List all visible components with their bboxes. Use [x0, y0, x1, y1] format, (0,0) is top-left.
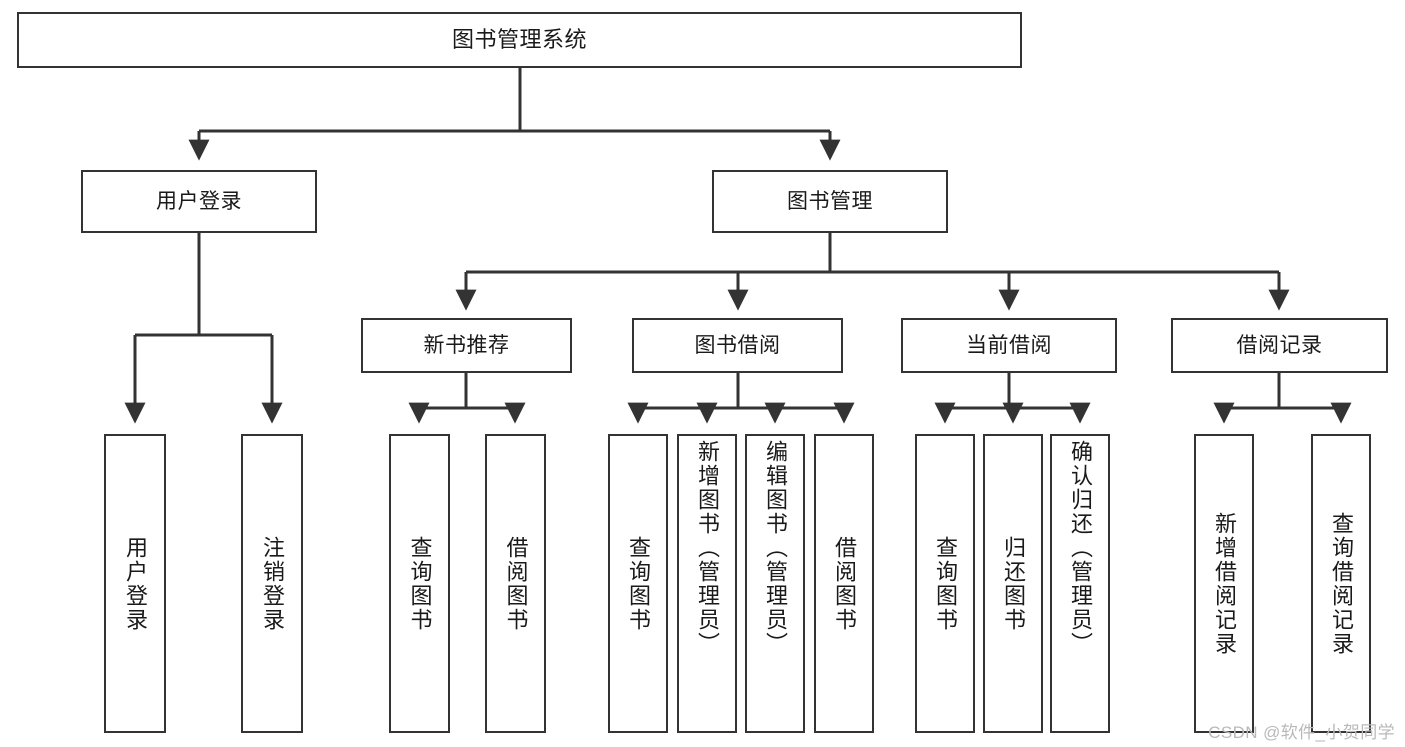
node-label: 查询图书 [932, 535, 958, 632]
node-label: 图书借阅 [694, 333, 781, 357]
leaf-add-book-admin[interactable]: 新增图书（管理员） [677, 434, 737, 733]
node-label: 确认归还（管理员） [1067, 440, 1093, 656]
node-label: 用户登录 [122, 535, 148, 632]
node-label: 借阅图书 [831, 535, 857, 632]
node-label: 查询借阅记录 [1328, 511, 1354, 656]
node-label: 编辑图书（管理员） [762, 440, 788, 656]
leaf-query-book-recommend[interactable]: 查询图书 [389, 434, 450, 733]
node-label: 新书推荐 [423, 333, 510, 357]
node-label: 借阅记录 [1236, 333, 1323, 357]
node-label: 新增借阅记录 [1211, 511, 1237, 656]
node-borrow-record[interactable]: 借阅记录 [1171, 318, 1388, 373]
leaf-borrow-book-recommend[interactable]: 借阅图书 [485, 434, 546, 733]
leaf-confirm-return-admin[interactable]: 确认归还（管理员） [1050, 434, 1110, 733]
leaf-edit-book-admin[interactable]: 编辑图书（管理员） [745, 434, 805, 733]
watermark-text: CSDN @软件_小贺同学 [1208, 723, 1395, 742]
node-label: 新增图书（管理员） [694, 440, 720, 656]
node-label: 图书管理 [787, 189, 873, 213]
leaf-borrow-book[interactable]: 借阅图书 [814, 434, 874, 733]
node-label: 查询图书 [625, 535, 651, 632]
node-root-system[interactable]: 图书管理系统 [17, 12, 1022, 68]
leaf-query-book-borrow[interactable]: 查询图书 [608, 434, 668, 733]
node-label: 归还图书 [1000, 535, 1026, 632]
node-label: 借阅图书 [503, 535, 529, 632]
node-book-borrow[interactable]: 图书借阅 [632, 318, 843, 373]
node-label: 注销登录 [259, 535, 285, 632]
node-label: 图书管理系统 [451, 26, 587, 52]
leaf-logout[interactable]: 注销登录 [241, 434, 303, 733]
node-user-login[interactable]: 用户登录 [81, 170, 317, 233]
node-label: 查询图书 [407, 535, 433, 632]
node-book-management[interactable]: 图书管理 [712, 170, 948, 233]
leaf-return-book[interactable]: 归还图书 [983, 434, 1043, 733]
node-new-book-recommend[interactable]: 新书推荐 [361, 318, 572, 373]
leaf-query-borrow-record[interactable]: 查询借阅记录 [1311, 434, 1371, 733]
node-label: 用户登录 [156, 189, 242, 213]
node-label: 当前借阅 [966, 333, 1052, 357]
leaf-user-login[interactable]: 用户登录 [104, 434, 166, 733]
leaf-add-borrow-record[interactable]: 新增借阅记录 [1194, 434, 1254, 733]
node-current-borrow[interactable]: 当前借阅 [901, 318, 1117, 373]
leaf-query-book-current[interactable]: 查询图书 [915, 434, 975, 733]
